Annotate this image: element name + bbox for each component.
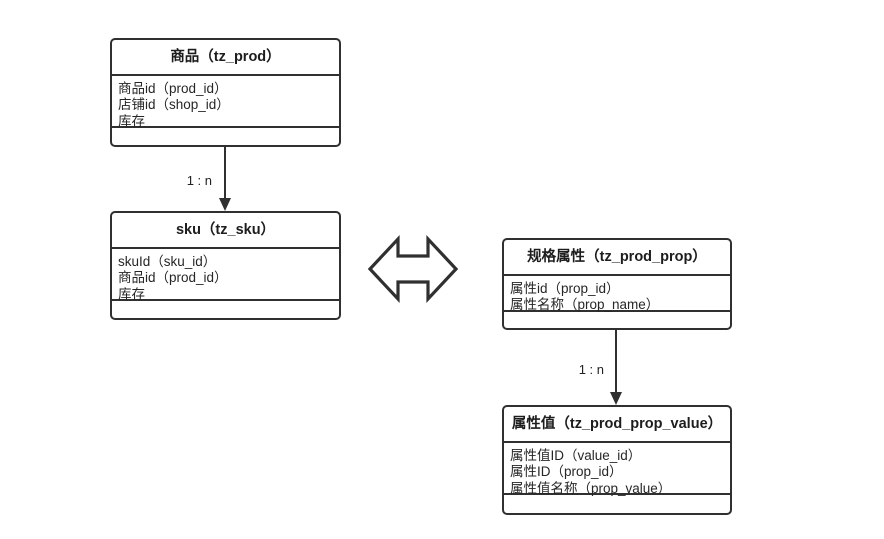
entity-attributes: 属性值ID（value_id） 属性ID（prop_id） 属性值名称（prop… <box>504 443 730 496</box>
relationship-label: 1 : n <box>186 173 212 188</box>
entity-tz-sku[interactable]: sku（tz_sku） skuId（sku_id） 商品id（prod_id） … <box>110 211 341 320</box>
attribute-row: 商品id（prod_id） <box>118 270 228 285</box>
connector-line <box>224 147 226 199</box>
relationship-prop-to-prop-value <box>609 330 622 405</box>
relationship-label: 1 : n <box>578 362 604 377</box>
attribute-row: 属性ID（prop_id） <box>510 464 623 479</box>
attribute-row: 属性值名称（prop_value） <box>510 480 672 496</box>
entity-title: 属性值（tz_prod_prop_value） <box>504 407 730 443</box>
double-headed-arrow-icon <box>367 233 459 305</box>
entity-tz-prod[interactable]: 商品（tz_prod） 商品id（prod_id） 店铺id（shop_id） … <box>110 38 341 147</box>
attribute-row: 库存 <box>118 113 145 129</box>
attribute-row: 属性值ID（value_id） <box>510 447 642 463</box>
entity-title: 规格属性（tz_prod_prop） <box>504 240 730 276</box>
attribute-row: 库存 <box>118 286 145 302</box>
arrow-head-icon <box>218 198 231 211</box>
attribute-row: 属性id（prop_id） <box>510 280 620 296</box>
entity-title: sku（tz_sku） <box>112 213 339 249</box>
arrow-head-icon <box>609 392 622 405</box>
attribute-row: 属性名称（prop_name） <box>510 297 660 312</box>
relationship-prod-to-sku <box>218 147 231 211</box>
attribute-row: 商品id（prod_id） <box>118 80 228 96</box>
attribute-row: 店铺id（shop_id） <box>118 97 230 112</box>
connector-line <box>615 330 617 393</box>
entity-tz-prod-prop[interactable]: 规格属性（tz_prod_prop） 属性id（prop_id） 属性名称（pr… <box>502 238 732 330</box>
attribute-row: skuId（sku_id） <box>118 253 217 269</box>
entity-attributes: skuId（sku_id） 商品id（prod_id） 库存 <box>112 249 339 302</box>
entity-attributes: 属性id（prop_id） 属性名称（prop_name） <box>504 276 730 312</box>
entity-tz-prod-prop-value[interactable]: 属性值（tz_prod_prop_value） 属性值ID（value_id） … <box>502 405 732 515</box>
entity-title: 商品（tz_prod） <box>112 40 339 76</box>
entity-attributes: 商品id（prod_id） 店铺id（shop_id） 库存 <box>112 76 339 129</box>
